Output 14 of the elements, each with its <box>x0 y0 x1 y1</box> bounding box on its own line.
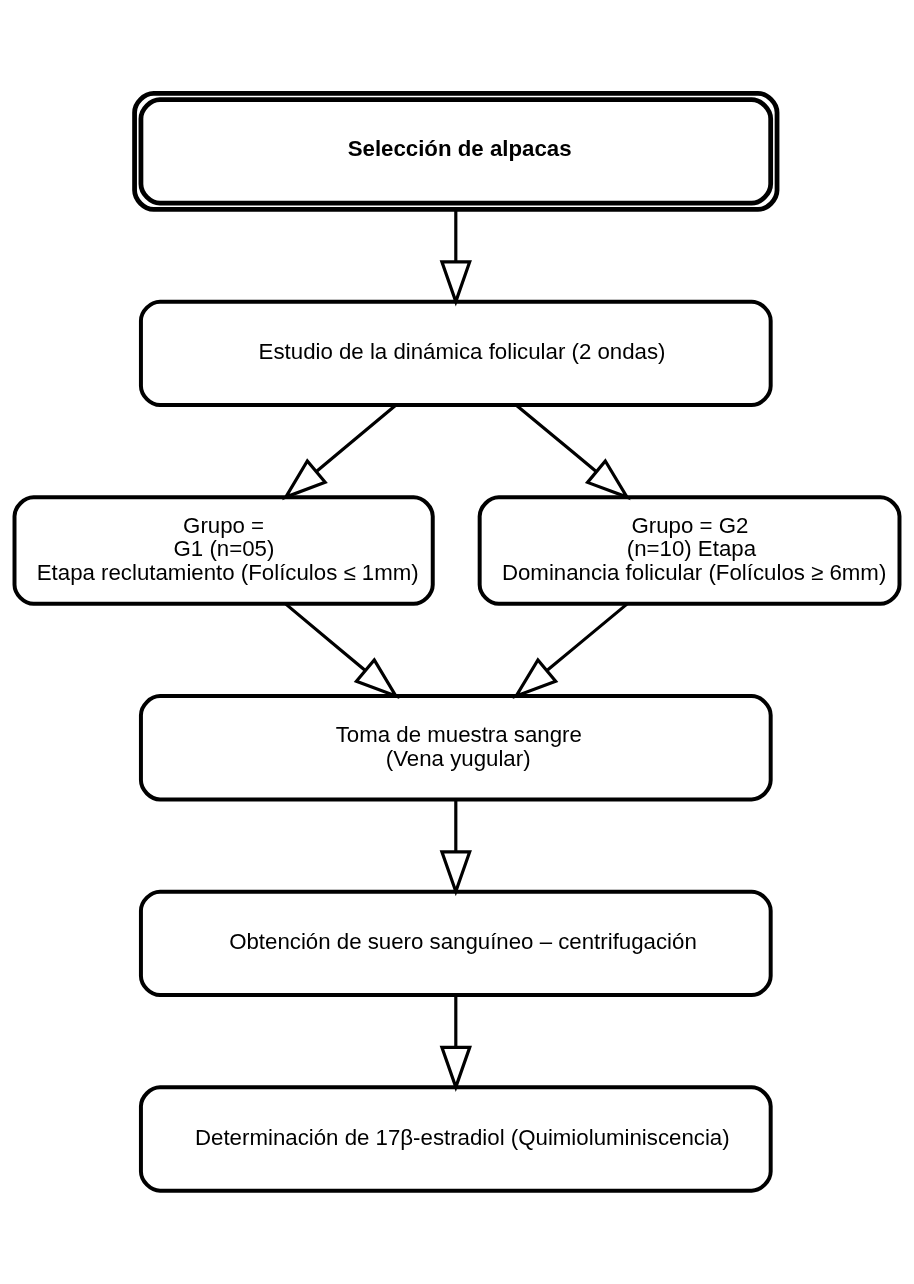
arrow <box>439 799 472 897</box>
arrow <box>439 209 472 307</box>
node-box: Grupo = G2 (n=10) Etapa Dominancia folicular (Folículos ≥ 6mm) <box>477 495 902 606</box>
node-box: Grupo = G1 (n=05) Etapa reclutamiento (Folículos ≤ 1mm) <box>12 495 435 606</box>
arrow <box>439 995 472 1092</box>
node-box: Toma de muestra sangre (Vena yugular) <box>138 694 773 802</box>
arrow <box>512 602 628 700</box>
arrow <box>282 404 397 501</box>
node-box: Determinación de 17β-estradiol (Quimioluminiscencia) <box>138 1085 773 1193</box>
node-box: Selección de alpacas <box>132 90 780 212</box>
node-box: Estudio de la dinámica folicular (2 ondas) <box>138 299 773 408</box>
arrow <box>284 602 400 700</box>
arrow <box>515 404 631 501</box>
node-box: Obtención de suero sanguíneo – centrifugación <box>138 889 773 998</box>
